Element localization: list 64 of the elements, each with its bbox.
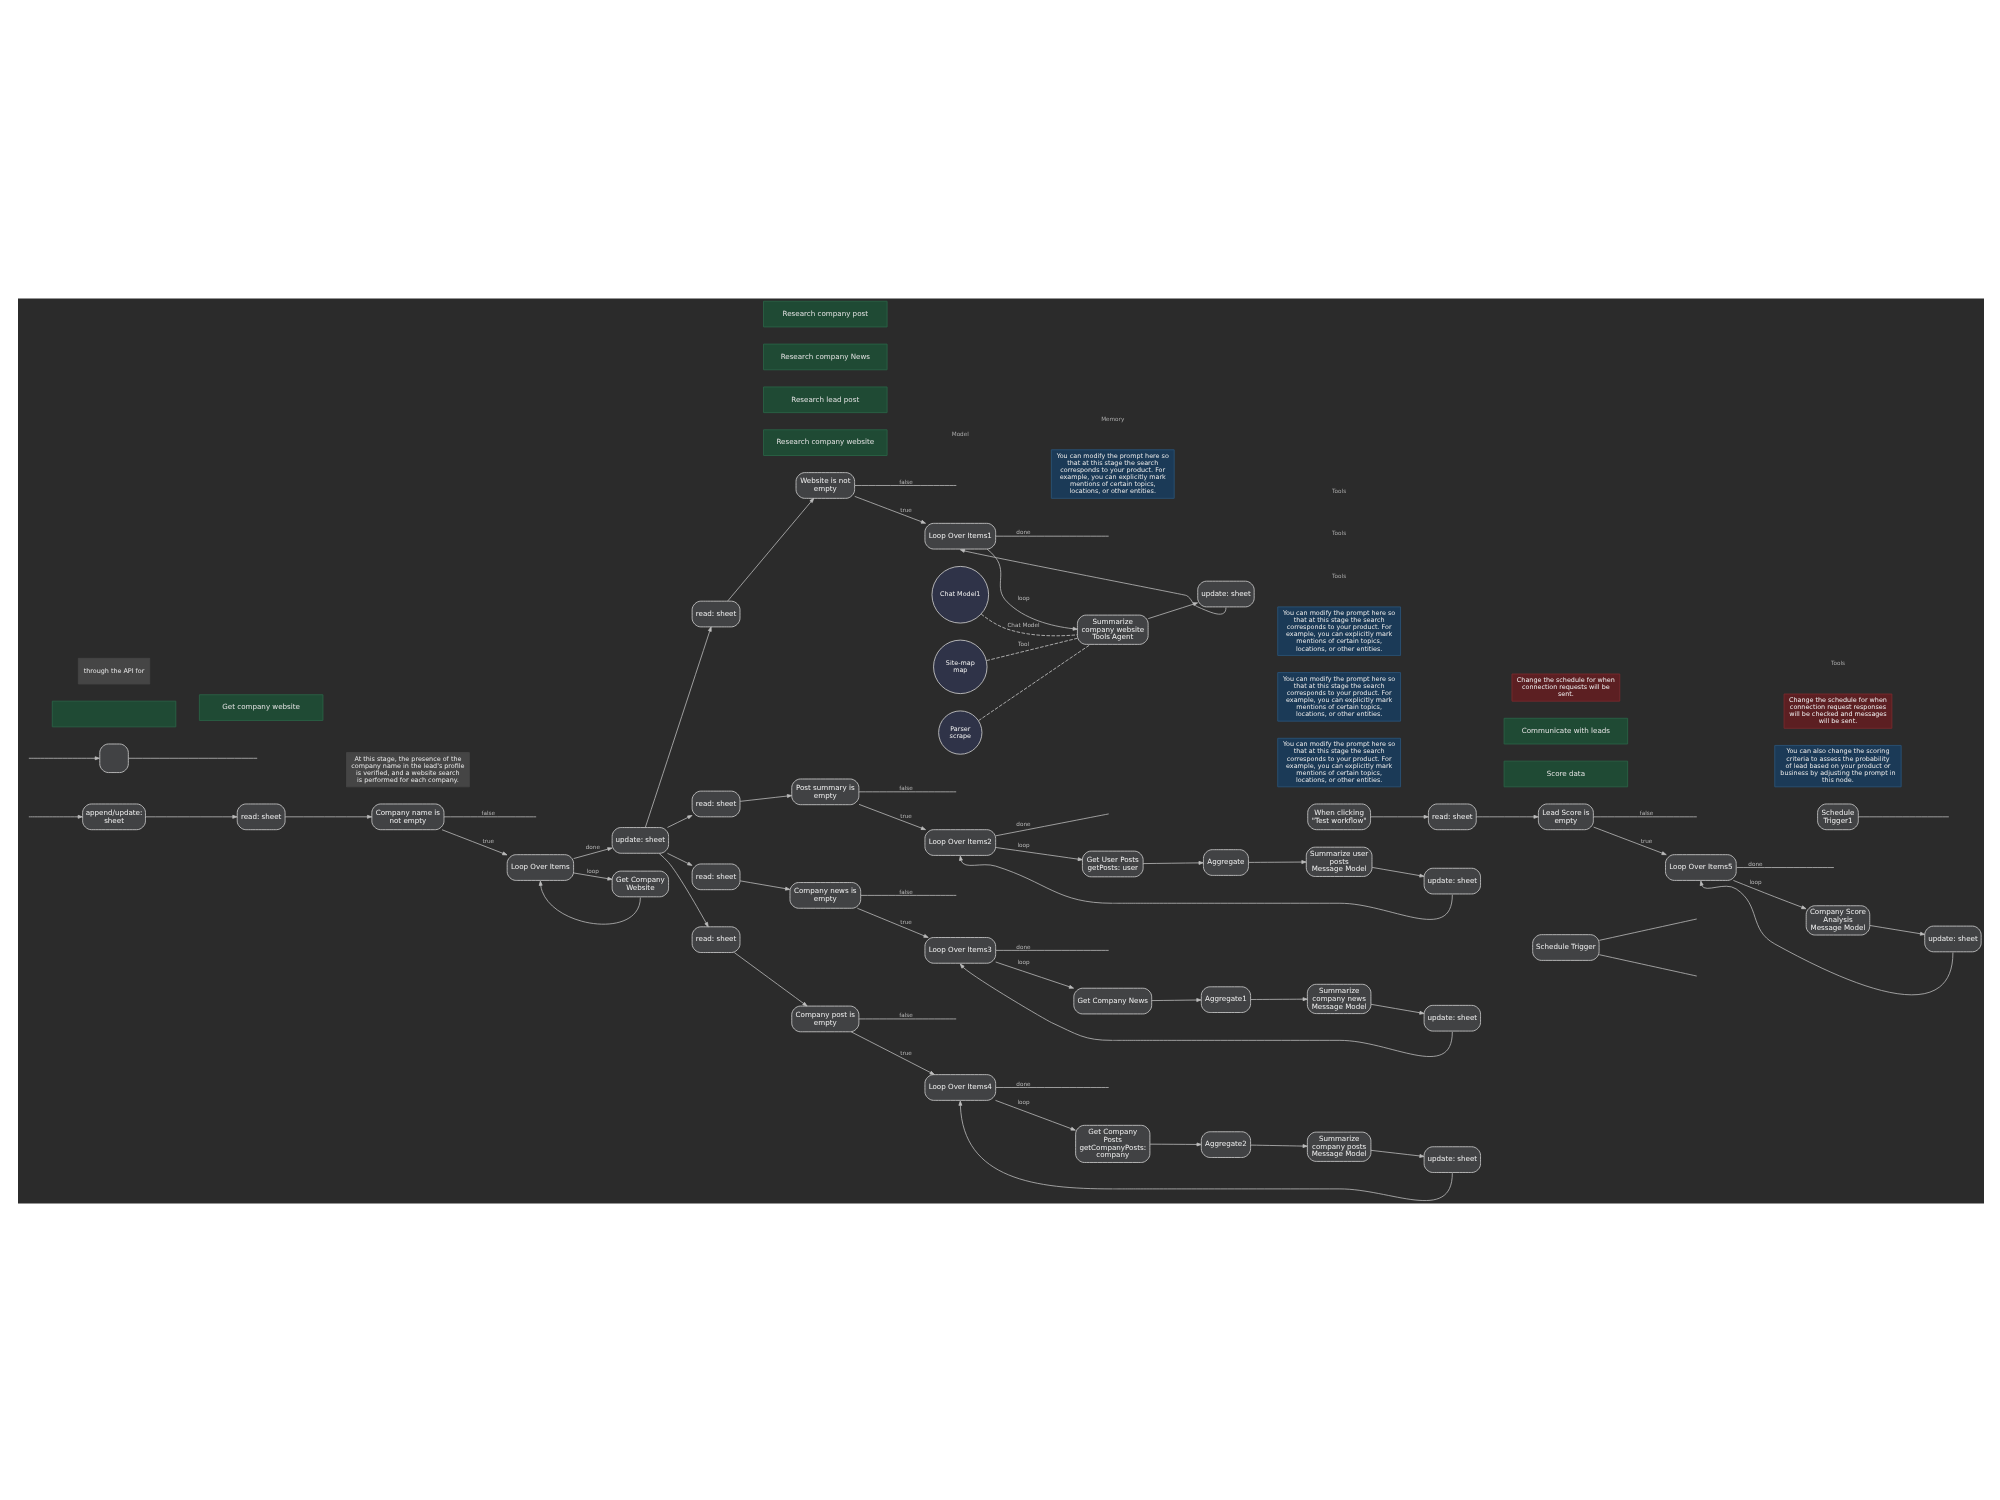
connector — [853, 484, 956, 485]
arrow — [994, 1098, 1075, 1130]
arrow — [738, 879, 790, 890]
arrow — [957, 1099, 1452, 1200]
connector — [127, 756, 257, 758]
connector — [994, 949, 1109, 950]
arrow — [572, 871, 612, 880]
arrow — [849, 1030, 934, 1074]
arrow — [1369, 813, 1428, 818]
arrow — [666, 851, 692, 865]
arrow — [537, 879, 640, 924]
arrow — [1370, 866, 1424, 877]
arrow — [994, 846, 1082, 861]
arrow — [666, 814, 692, 827]
arrow — [1249, 1143, 1307, 1147]
arrow — [726, 496, 814, 601]
arrow — [732, 951, 807, 1006]
connector — [994, 1086, 1109, 1087]
arrow — [994, 960, 1073, 988]
arrow — [958, 962, 1452, 1056]
arrow — [1474, 813, 1538, 818]
arrow — [985, 547, 1077, 630]
arrow — [857, 802, 925, 830]
connector — [857, 1017, 956, 1019]
arrow — [1868, 924, 1925, 935]
arrow — [1150, 997, 1201, 1001]
arrow — [572, 846, 612, 858]
connector — [1592, 815, 1697, 817]
arrow — [1146, 601, 1197, 619]
arrow — [738, 793, 792, 801]
connector — [985, 636, 1077, 660]
arrow — [1369, 1148, 1424, 1157]
arrow — [283, 813, 372, 818]
arrow — [1592, 825, 1666, 855]
arrow — [27, 755, 99, 760]
arrow — [1732, 879, 1806, 909]
arrow — [440, 828, 507, 855]
arrow — [1369, 1002, 1424, 1014]
connector — [994, 812, 1109, 836]
connector — [977, 643, 1090, 720]
arrow — [958, 854, 1452, 919]
arrow — [853, 494, 925, 523]
connector — [859, 894, 956, 895]
arrow — [958, 548, 1226, 614]
connector — [857, 790, 956, 792]
arrow — [855, 906, 928, 937]
connector — [1735, 866, 1834, 867]
arrow — [1698, 879, 1953, 995]
arrow — [1247, 859, 1306, 863]
connector — [1597, 953, 1697, 976]
arrow — [144, 813, 237, 818]
connector — [994, 534, 1109, 536]
node-box — [50, 699, 176, 727]
connector — [979, 612, 1077, 636]
arrow — [1148, 1141, 1201, 1146]
arrow — [644, 625, 711, 827]
arrow — [27, 813, 82, 818]
arrow — [1249, 996, 1307, 1001]
arrow — [1141, 860, 1203, 864]
connector — [442, 815, 536, 817]
connector — [1597, 917, 1697, 940]
node-box — [98, 742, 128, 772]
arrow — [657, 851, 708, 927]
connector — [1857, 815, 1949, 817]
